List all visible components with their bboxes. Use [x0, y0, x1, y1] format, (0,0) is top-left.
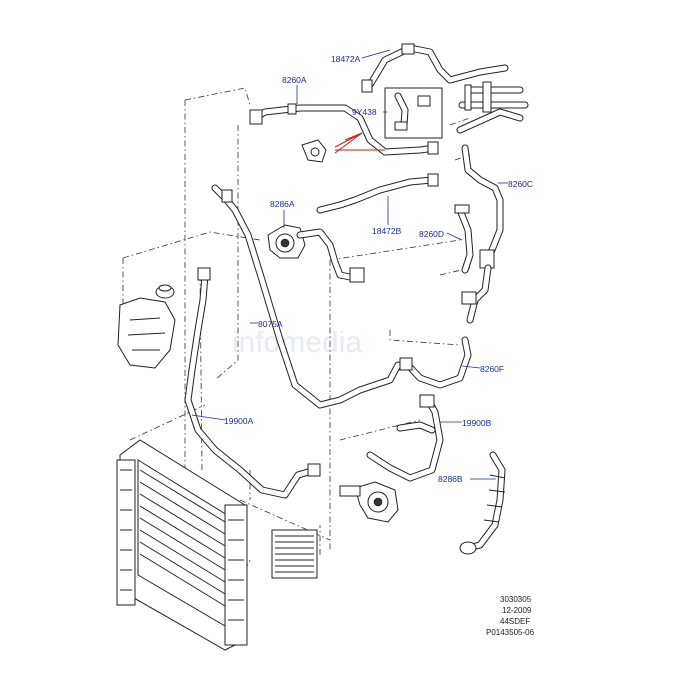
callout-18472a: 18472A: [331, 54, 361, 64]
watermark: infomedia: [232, 326, 362, 359]
callout-8260a: 8260A: [282, 75, 307, 85]
callout-19900b: 19900B: [462, 418, 492, 428]
callout-8286b: 8286B: [438, 474, 463, 484]
bracket-part: [301, 139, 327, 163]
hose-8260f: [399, 336, 472, 389]
oil-cooler: [271, 529, 318, 579]
water-pump: [339, 481, 399, 523]
hose-18472a: [361, 43, 509, 93]
ref-line-3: 44SDEF: [500, 617, 530, 626]
radiator: [116, 439, 248, 651]
hose-8075a: [211, 184, 402, 409]
detail-inset-9y438: [334, 87, 443, 154]
thermostat-8286a: [267, 224, 365, 283]
callout-labels: 18472A 8260A 9Y438 8260C 8286A 18472B 82…: [224, 54, 533, 484]
expansion-tank: [117, 284, 176, 369]
callout-9y438: 9Y438: [352, 107, 377, 117]
callout-19900a: 19900A: [224, 416, 254, 426]
hose-8260d: [454, 204, 495, 324]
callout-8260f: 8260F: [480, 364, 504, 374]
pipe-manifold: [456, 81, 529, 134]
ref-line-2: 12-2009: [502, 606, 532, 615]
ref-line-1: 3030305: [500, 595, 532, 604]
ref-line-4: P0143505-06: [486, 628, 535, 637]
hose-8260a: [249, 103, 439, 156]
callout-8075a: 8075A: [258, 319, 283, 329]
callout-8260d: 8260D: [419, 229, 444, 239]
callout-18472b: 18472B: [372, 226, 402, 236]
leader-lines: [191, 49, 508, 480]
hose-18472b: [316, 173, 439, 214]
hose-19900b: [366, 394, 444, 482]
hose-19900a: [184, 267, 321, 499]
reference-block: 3030305 12-2009 44SDEF P0143505-06: [486, 595, 535, 637]
hose-8286b: [459, 451, 506, 555]
callout-8286a: 8286A: [270, 199, 295, 209]
hose-8260c: [461, 144, 504, 259]
callout-8260c: 8260C: [508, 179, 533, 189]
